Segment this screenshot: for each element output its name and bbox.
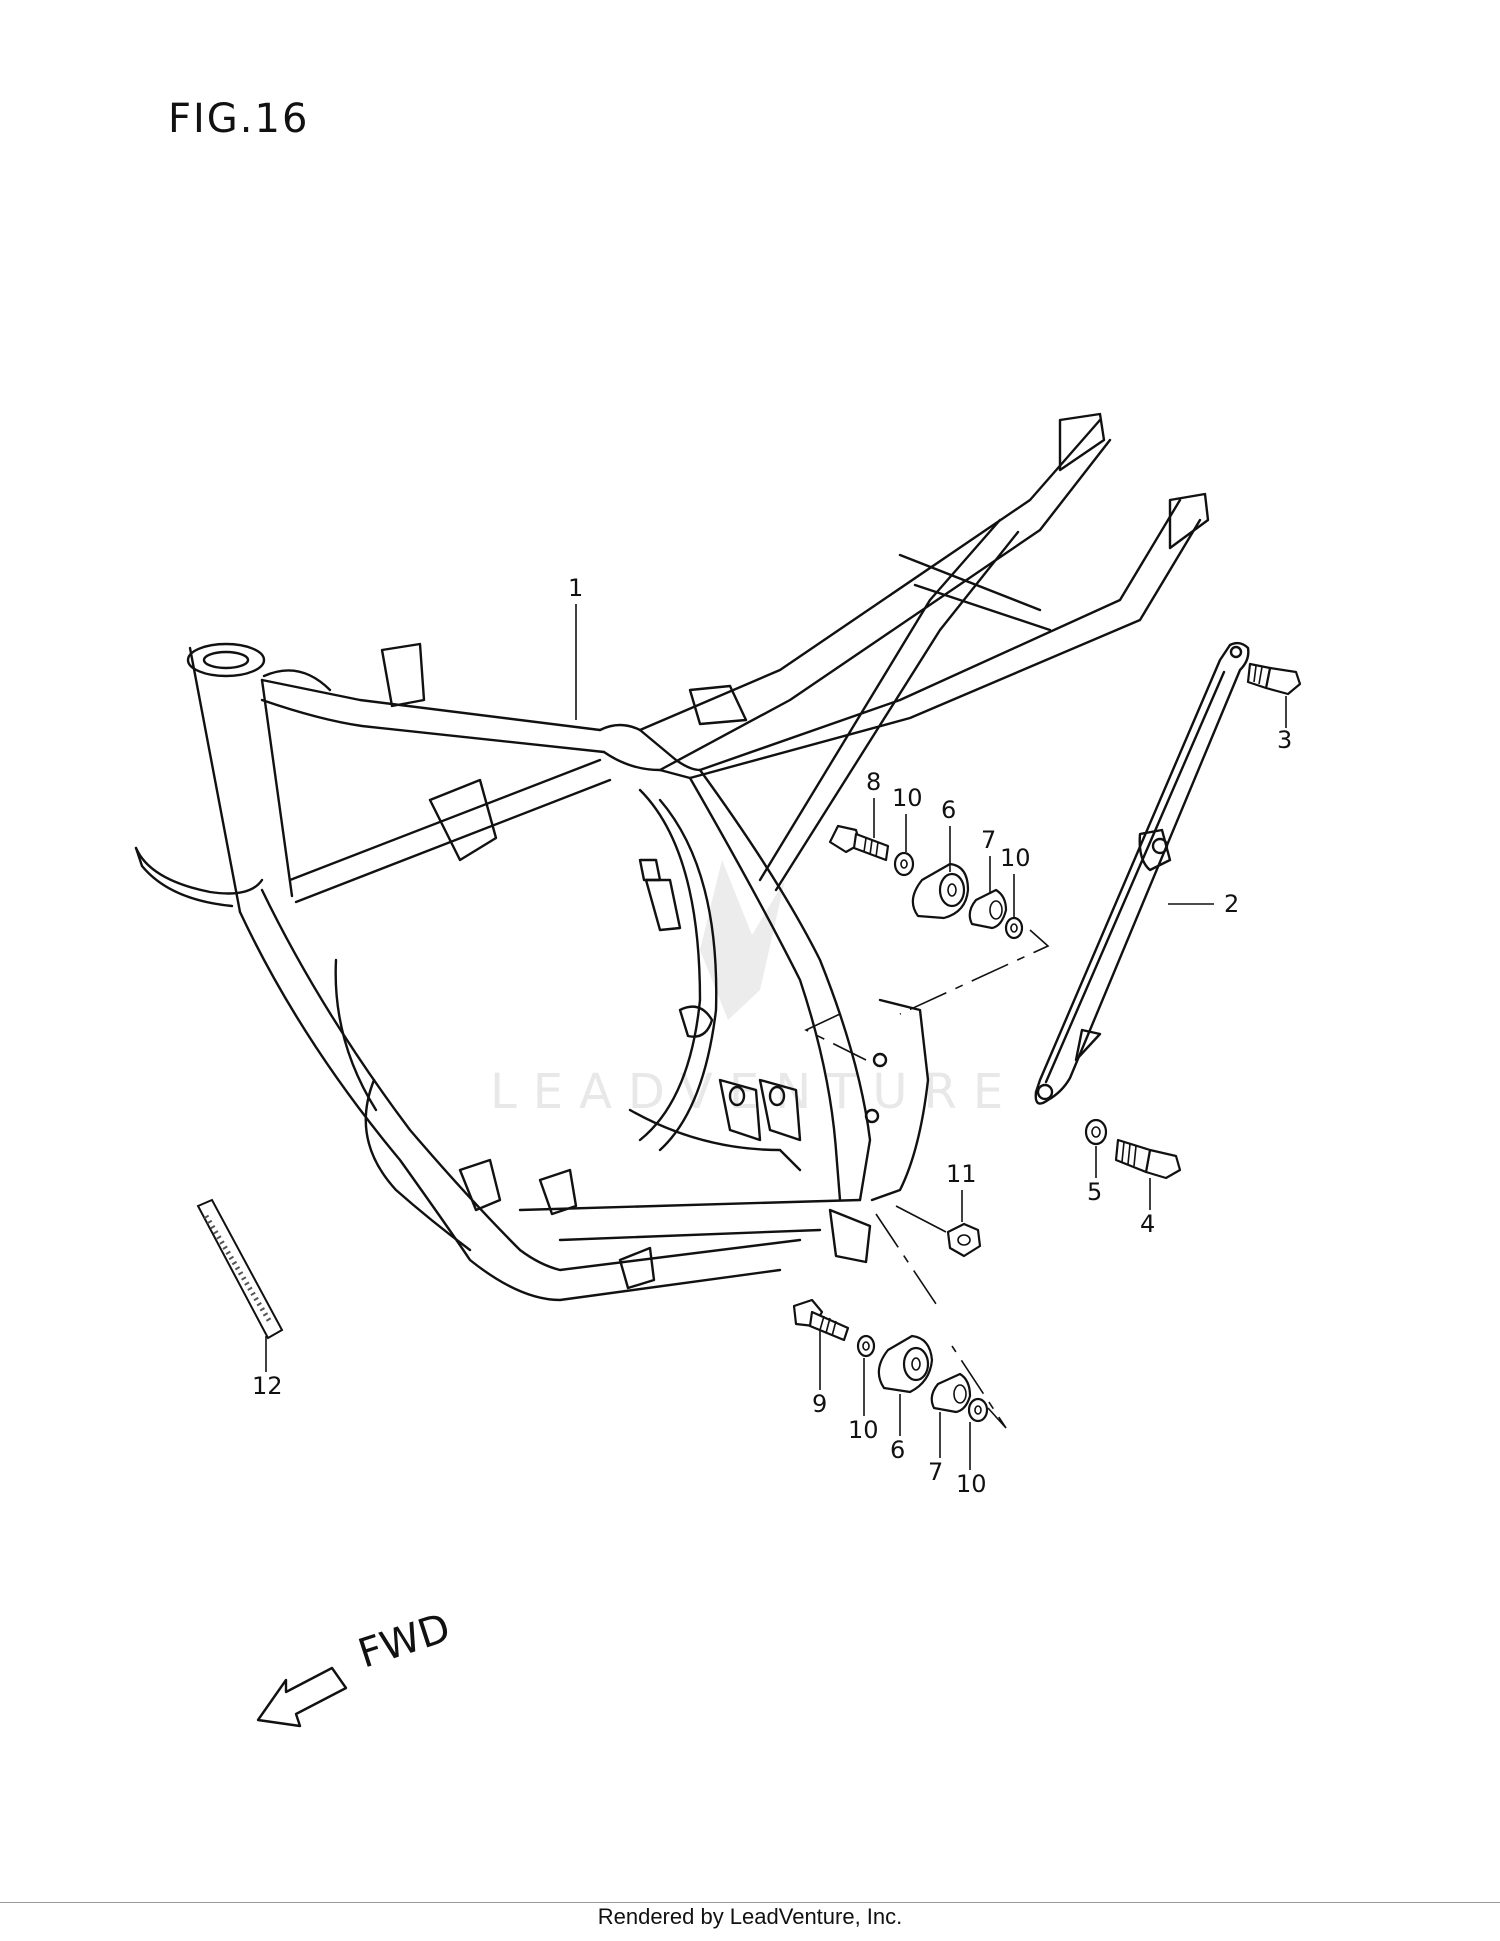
watermark: LEADVENTURE [490,860,1019,1120]
upper-mount-pointer [804,929,1050,1061]
callout-1: 1 [568,574,583,602]
callout-10b: 10 [1000,844,1031,872]
callout-5: 5 [1087,1178,1102,1206]
lower-mount-set [792,1298,989,1423]
callout-11: 11 [946,1160,977,1188]
callout-10c: 10 [848,1416,879,1444]
callout-7b: 7 [928,1458,943,1486]
callout-6a: 6 [941,796,956,824]
part-3-bolt [1246,662,1302,696]
callout-7a: 7 [981,826,996,854]
part-11-nut [946,1222,982,1258]
callout-10-lower-right: 10 [956,1470,987,1498]
part-12-decal [196,1198,284,1340]
part-5-washer [1084,1118,1108,1146]
upper-mount-set [828,824,1024,940]
footer-divider [0,1902,1500,1903]
part-4-bolt [1114,1138,1182,1180]
part-2-brace [1034,641,1250,1105]
callout-4: 4 [1140,1210,1155,1238]
footer-credit: Rendered by LeadVenture, Inc. [597,1904,903,1929]
callout-10a: 10 [892,784,923,812]
svg-text:LEADVENTURE: LEADVENTURE [490,1064,1019,1120]
callout-8: 8 [866,768,881,796]
callout-2: 2 [1224,890,1239,918]
leader-11-frame [895,1205,947,1233]
lower-mount-pointer [875,1213,1007,1429]
callout-3: 3 [1277,726,1292,754]
main-frame [134,412,1210,1302]
fwd-arrow [256,1666,348,1728]
fwd-label: FWD [353,1605,456,1678]
figure-title: FIG.16 [168,96,309,142]
callout-9: 9 [812,1390,827,1418]
callout-12: 12 [252,1372,283,1400]
callout-6b: 6 [890,1436,905,1464]
